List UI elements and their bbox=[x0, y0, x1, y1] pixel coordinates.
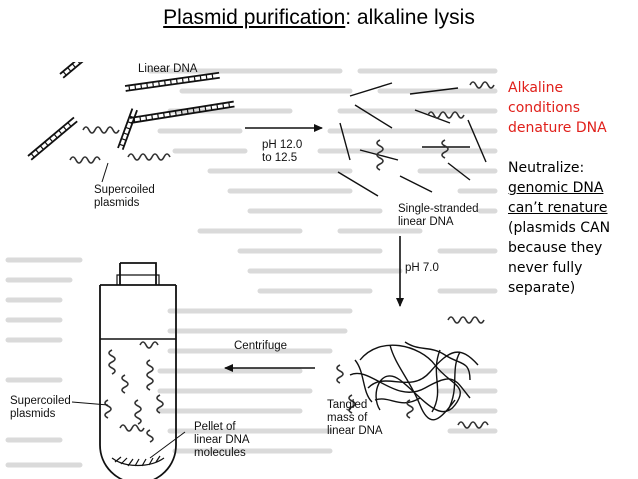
neutralize-note: Neutralize: bbox=[508, 160, 585, 176]
genomic-note-2: can’t renature bbox=[508, 200, 608, 216]
ph7-label: pH 7.0 bbox=[405, 262, 439, 274]
plasmids-note-4: separate) bbox=[508, 280, 576, 296]
single-stranded-label-2: linear DNA bbox=[398, 216, 454, 228]
plasmids-note-1: (plasmids CAN bbox=[508, 220, 611, 236]
tangled-plasmids bbox=[336, 316, 489, 429]
centrifuge-tube bbox=[99, 262, 177, 479]
alkaline-note-2: conditions bbox=[508, 100, 581, 116]
pellet-label-2: linear DNA bbox=[194, 434, 250, 446]
tube-plasmids bbox=[104, 341, 164, 443]
dna-pellet bbox=[111, 455, 165, 467]
centrifuge-label: Centrifuge bbox=[234, 340, 287, 352]
supercoiled-bottom-label-2: plasmids bbox=[10, 408, 56, 420]
pellet-label-3: molecules bbox=[194, 447, 246, 459]
ph12-label-1: pH 12.0 bbox=[262, 139, 302, 151]
tangled-label-2: mass of bbox=[327, 412, 368, 424]
double-stranded-linear-dna bbox=[27, 62, 235, 161]
linear-dna-label: Linear DNA bbox=[138, 63, 198, 75]
alkaline-lysis-diagram: Linear DNA Supercoiled plasmids pH 12.0 … bbox=[5, 62, 498, 479]
title-underlined: Plasmid purification bbox=[163, 6, 346, 29]
tangled-linear-dna-mass bbox=[349, 341, 479, 421]
pellet-label-1: Pellet of bbox=[194, 421, 236, 433]
supercoiled-top-label-2: plasmids bbox=[94, 197, 140, 209]
slide-title: Plasmid purification: alkaline lysis bbox=[0, 6, 638, 30]
title-rest: : alkaline lysis bbox=[345, 6, 475, 29]
plasmids-note-3: never fully bbox=[508, 260, 583, 276]
supercoiled-bottom-pointer bbox=[71, 401, 109, 406]
side-notes: Alkaline conditions denature DNA Neutral… bbox=[508, 78, 636, 298]
supercoiled-bottom-label-1: Supercoiled bbox=[10, 395, 71, 407]
pellet-pointer bbox=[149, 431, 186, 459]
spacer bbox=[508, 138, 636, 158]
alkaline-note-3: denature DNA bbox=[508, 120, 607, 136]
supercoiled-top-label-1: Supercoiled bbox=[94, 184, 155, 196]
tangled-label-1: Tangled bbox=[327, 399, 367, 411]
alkaline-note-1: Alkaline bbox=[508, 80, 564, 96]
genomic-note-1: genomic DNA bbox=[508, 180, 604, 196]
ph12-label-2: to 12.5 bbox=[262, 152, 297, 164]
single-stranded-dna bbox=[337, 82, 487, 197]
supercoiled-plasmids-top bbox=[69, 126, 171, 183]
single-stranded-plasmids bbox=[376, 81, 495, 171]
plasmids-note-2: because they bbox=[508, 240, 603, 256]
tangled-label-3: linear DNA bbox=[327, 425, 383, 437]
single-stranded-label-1: Single-stranded bbox=[398, 203, 479, 215]
